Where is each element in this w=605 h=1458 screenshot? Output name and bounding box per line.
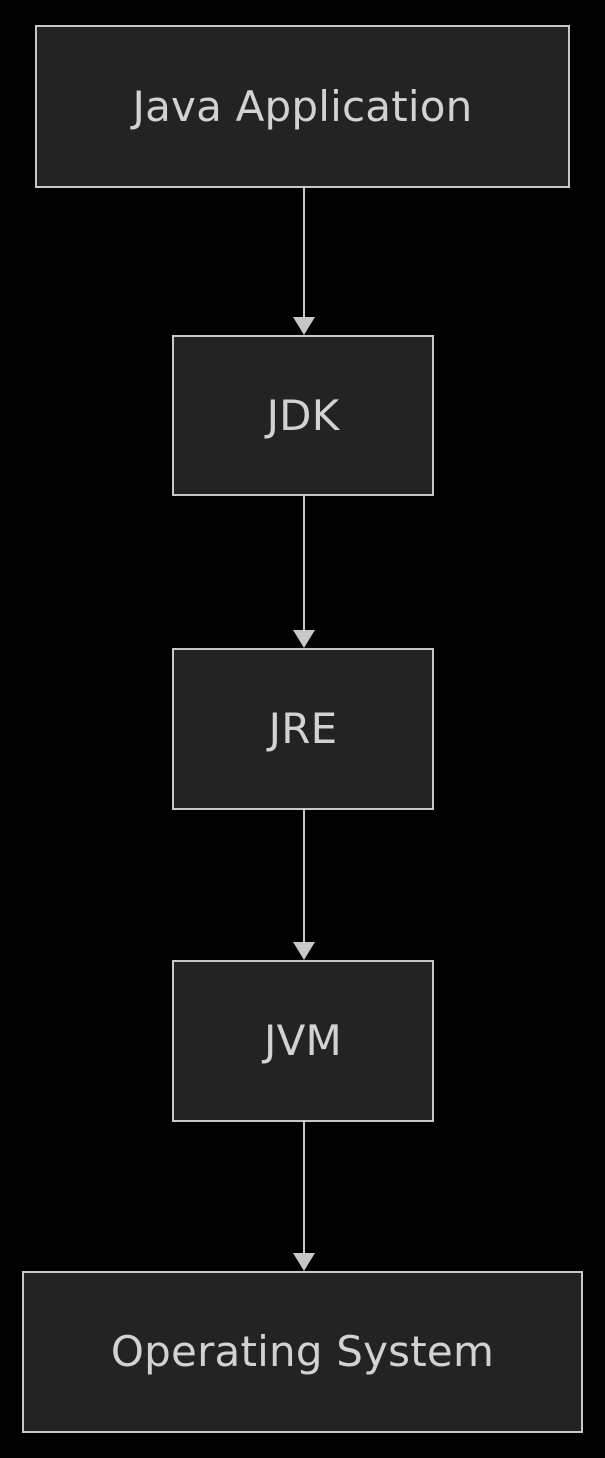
edge-line [302,1122,306,1253]
node-jvm[interactable]: JVM [172,960,434,1122]
arrowhead-down-icon [293,630,315,648]
node-java-application[interactable]: Java Application [35,25,570,188]
arrowhead-down-icon [293,1253,315,1271]
edge-line [302,188,306,317]
node-label-java-application: Java Application [132,81,473,131]
edge-line [302,810,306,942]
node-label-jvm: JVM [264,1016,342,1065]
node-jre[interactable]: JRE [172,648,434,810]
node-operating-system[interactable]: Operating System [22,1271,583,1433]
arrowhead-down-icon [293,317,315,335]
node-jdk[interactable]: JDK [172,335,434,496]
node-label-jre: JRE [268,704,338,753]
node-label-operating-system: Operating System [110,1327,495,1376]
arrowhead-down-icon [293,942,315,960]
node-label-jdk: JDK [266,390,340,440]
edge-line [302,496,306,630]
